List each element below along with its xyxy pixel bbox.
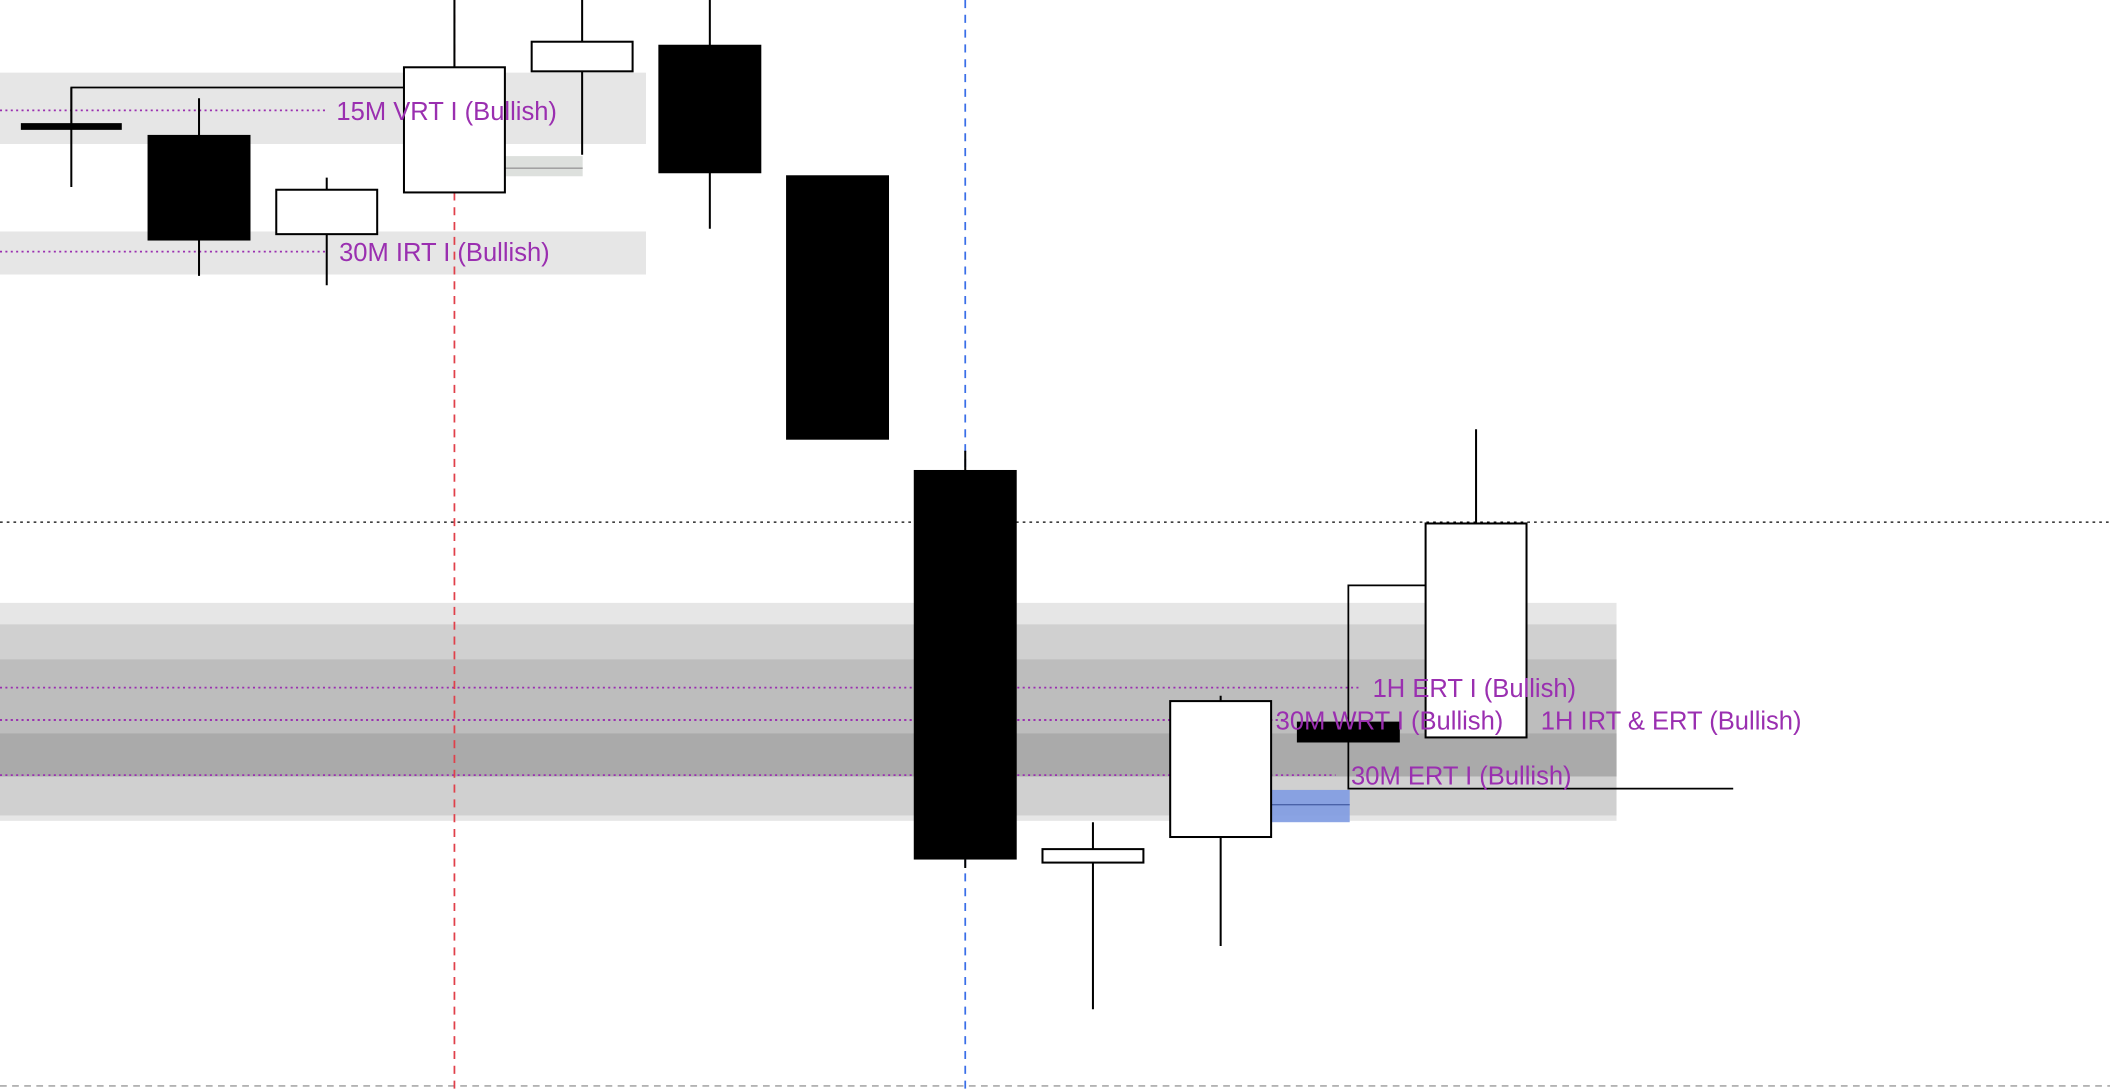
candle	[1041, 822, 1145, 1010]
level-label: 1H IRT & ERT (Bullish)	[1541, 707, 1802, 735]
candle-body	[402, 66, 506, 194]
candle-body	[275, 188, 379, 236]
zones-layer	[0, 72, 1617, 821]
candle	[20, 87, 122, 188]
candle	[913, 450, 1017, 868]
candle	[1424, 429, 1528, 739]
candle-body	[1424, 522, 1528, 739]
candle	[402, 0, 506, 194]
candle	[658, 0, 762, 229]
candles-layer	[20, 0, 1528, 1010]
zone-rect	[0, 72, 646, 144]
candle	[147, 98, 251, 276]
level-label: 1H ERT I (Bullish)	[1373, 675, 1576, 703]
level-label: 15M VRT I (Bullish)	[336, 98, 557, 126]
zone-rect	[0, 231, 646, 275]
structure-line-lower	[1347, 584, 1734, 790]
small-gray-band	[504, 156, 583, 177]
candle-body	[530, 40, 634, 73]
candle-body	[786, 175, 890, 440]
candle	[530, 0, 634, 155]
blue-band	[1271, 789, 1350, 823]
candle	[275, 177, 379, 286]
candle-body	[147, 134, 251, 241]
levels-layer	[0, 109, 1362, 776]
level-label: 30M WRT I (Bullish)	[1276, 707, 1504, 735]
level-label: 30M ERT I (Bullish)	[1351, 763, 1572, 791]
candle-body	[913, 469, 1017, 860]
candle-body	[1169, 700, 1273, 839]
candle-body	[1296, 721, 1400, 743]
labels-layer: 15M VRT I (Bullish) 30M IRT I (Bullish) 1H…	[336, 98, 1801, 791]
candle	[1296, 721, 1400, 743]
candle-body	[1041, 848, 1145, 864]
candle	[1169, 695, 1273, 947]
candle	[786, 175, 890, 440]
level-label: 30M IRT I (Bullish)	[339, 239, 550, 267]
candle-body	[658, 44, 762, 174]
candle-body	[20, 123, 122, 130]
